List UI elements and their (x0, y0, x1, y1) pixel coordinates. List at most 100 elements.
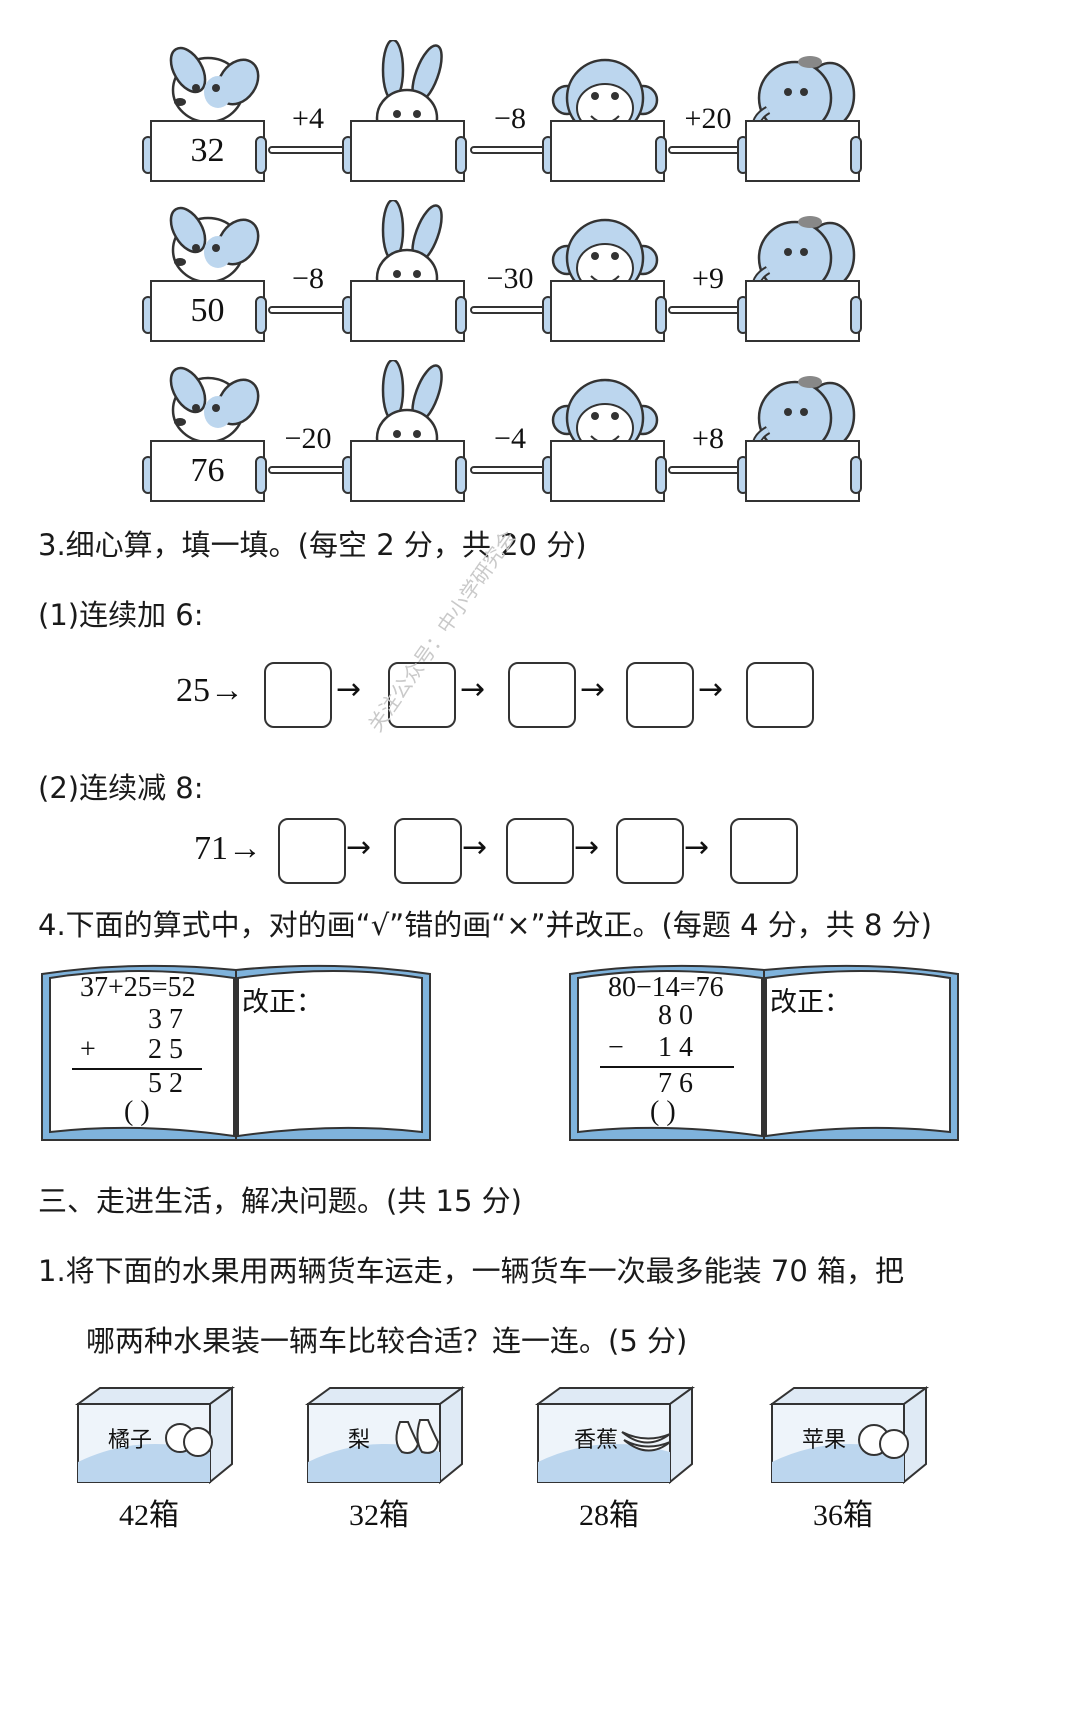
check-parens[interactable]: ( ) (650, 1096, 676, 1127)
crate-label: 梨 (348, 1428, 371, 1453)
start-card: 32 (150, 120, 265, 182)
operator-label: +4 (292, 102, 324, 135)
arrow-icon: → (574, 830, 600, 865)
start-card: 76 (150, 440, 265, 502)
arrow-icon: → (346, 830, 372, 865)
paw-icon (850, 136, 862, 174)
paw-icon (455, 136, 467, 174)
answer-box[interactable] (626, 662, 694, 728)
arrow-icon: → (580, 672, 606, 707)
crate-count: 36箱 (813, 1499, 873, 1532)
operator-label: −8 (494, 102, 526, 135)
chain-row-1: 32 +4 −8 +20 (0, 40, 1080, 205)
blank-card[interactable] (745, 440, 860, 502)
start-card: 50 (150, 280, 265, 342)
arrow-icon: → (460, 672, 486, 707)
operator-label: −20 (284, 422, 332, 455)
operator-label: +9 (692, 262, 724, 295)
answer-box[interactable] (278, 818, 346, 884)
dog-icon (169, 206, 260, 310)
section3-title: 三、走进生活，解决问题。(共 15 分) (38, 1184, 522, 1218)
paw-icon (655, 296, 667, 334)
blank-card[interactable] (550, 120, 665, 182)
chain-row-3: 76 −20 −4 +8 (0, 360, 1080, 525)
blank-card[interactable] (745, 120, 860, 182)
operator-label: +20 (684, 102, 732, 135)
box-icon (768, 1386, 930, 1485)
q3-part1-label: (1)连续加 6: (38, 598, 204, 632)
result: 5 2 (148, 1068, 183, 1099)
arrow-icon: → (684, 830, 710, 865)
result-line (600, 1066, 734, 1068)
paw-icon (255, 296, 267, 334)
connector-rail (668, 466, 748, 474)
crate-count: 42箱 (119, 1499, 179, 1532)
addend-bottom: 2 5 (148, 1034, 183, 1065)
operator-label: −30 (486, 262, 534, 295)
crate-oranges[interactable]: 橘子 42箱 (70, 1382, 240, 1532)
crate-label: 香蕉 (574, 1428, 619, 1453)
connector-rail (668, 306, 748, 314)
box-icon (534, 1386, 696, 1485)
connector-rail (268, 306, 348, 314)
answer-box[interactable] (506, 818, 574, 884)
connector-rail (470, 306, 550, 314)
answer-box[interactable] (746, 662, 814, 728)
answer-box[interactable] (616, 818, 684, 884)
open-book-1: 37+25=52 3 7 + 2 5 5 2 ( ) 改正： (36, 962, 456, 1147)
q3-part2-label: (2)连续减 8: (38, 771, 204, 805)
paw-icon (655, 456, 667, 494)
q3-title: 3.细心算，填一填。(每空 2 分，共 20 分) (38, 528, 587, 562)
addend-top: 3 7 (148, 1004, 183, 1035)
crate-pears[interactable]: 梨 32箱 (300, 1382, 470, 1532)
connector-rail (268, 466, 348, 474)
check-parens[interactable]: ( ) (124, 1096, 150, 1127)
open-book-2: 80−14=76 8 0 − 1 4 7 6 ( ) 改正： (564, 962, 984, 1147)
result: 7 6 (658, 1068, 693, 1099)
equation: 80−14=76 (608, 972, 724, 1003)
operator-label: +8 (692, 422, 724, 455)
blank-card[interactable] (350, 280, 465, 342)
connector-rail (470, 146, 550, 154)
connector-rail (668, 146, 748, 154)
connector-rail (470, 466, 550, 474)
crate-apples[interactable]: 苹果 36箱 (764, 1382, 934, 1532)
correction-label: 改正： (770, 987, 851, 1018)
blank-card[interactable] (350, 120, 465, 182)
blank-card[interactable] (550, 440, 665, 502)
minuend: 8 0 (658, 1000, 693, 1031)
paw-icon (850, 296, 862, 334)
q1-text-line1: 1.将下面的水果用两辆货车运走，一辆货车一次最多能装 70 箱，把 (38, 1254, 905, 1288)
answer-box[interactable] (264, 662, 332, 728)
operator-sign: − (608, 1032, 624, 1063)
crate-label: 苹果 (802, 1428, 847, 1453)
crate-bananas[interactable]: 香蕉 28箱 (530, 1382, 700, 1532)
answer-box[interactable] (508, 662, 576, 728)
box-icon (304, 1386, 466, 1485)
subtrahend: 1 4 (658, 1032, 693, 1063)
blank-card[interactable] (745, 280, 860, 342)
blank-card[interactable] (350, 440, 465, 502)
paw-icon (455, 456, 467, 494)
connector-rail (268, 146, 348, 154)
paw-icon (655, 136, 667, 174)
box-icon (74, 1386, 236, 1485)
sequence-start: 25→ (176, 672, 244, 709)
paw-icon (255, 136, 267, 174)
q4-title: 4.下面的算式中，对的画“√”错的画“×”并改正。(每题 4 分，共 8 分) (38, 908, 932, 942)
answer-box[interactable] (730, 818, 798, 884)
result-line (72, 1068, 202, 1070)
open-book-icon (569, 964, 959, 1141)
arrow-icon: → (698, 672, 724, 707)
paw-icon (455, 296, 467, 334)
correction-label: 改正： (242, 987, 323, 1018)
operator-label: −4 (494, 422, 526, 455)
answer-box[interactable] (394, 818, 462, 884)
sequence-start: 71→ (194, 830, 262, 867)
blank-card[interactable] (550, 280, 665, 342)
chain-row-2: 50 −8 −30 +9 (0, 200, 1080, 365)
answer-box[interactable] (388, 662, 456, 728)
open-book-icon (41, 964, 431, 1141)
crate-label: 橘子 (108, 1428, 153, 1453)
paw-icon (850, 456, 862, 494)
